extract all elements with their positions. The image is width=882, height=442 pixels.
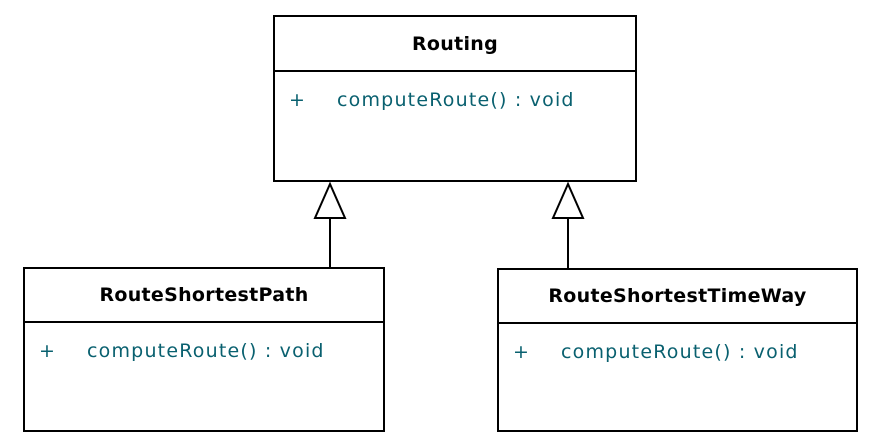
methods-compartment: + computeRoute() : void — [25, 323, 383, 362]
methods-compartment: + computeRoute() : void — [499, 324, 856, 363]
hollow-triangle-icon — [313, 181, 347, 219]
method-signature: computeRoute() : void — [561, 341, 799, 363]
generalization-arrow-right — [551, 181, 585, 268]
class-name: RouteShortestPath — [25, 269, 383, 323]
hollow-triangle-icon — [551, 181, 585, 219]
class-name: Routing — [275, 17, 635, 72]
class-box-routing: Routing + computeRoute() : void — [273, 15, 637, 182]
method-row: + computeRoute() : void — [25, 340, 383, 362]
class-box-route-shortest-path: RouteShortestPath + computeRoute() : voi… — [23, 267, 385, 432]
method-signature: computeRoute() : void — [87, 340, 325, 362]
method-visibility: + — [289, 89, 307, 111]
method-signature: computeRoute() : void — [337, 89, 575, 111]
generalization-arrow-left — [313, 181, 347, 267]
method-visibility: + — [513, 341, 531, 363]
method-visibility: + — [39, 340, 57, 362]
method-row: + computeRoute() : void — [275, 89, 635, 111]
method-row: + computeRoute() : void — [499, 341, 856, 363]
methods-compartment: + computeRoute() : void — [275, 72, 635, 111]
class-box-route-shortest-time-way: RouteShortestTimeWay + computeRoute() : … — [497, 268, 858, 432]
class-name: RouteShortestTimeWay — [499, 270, 856, 324]
